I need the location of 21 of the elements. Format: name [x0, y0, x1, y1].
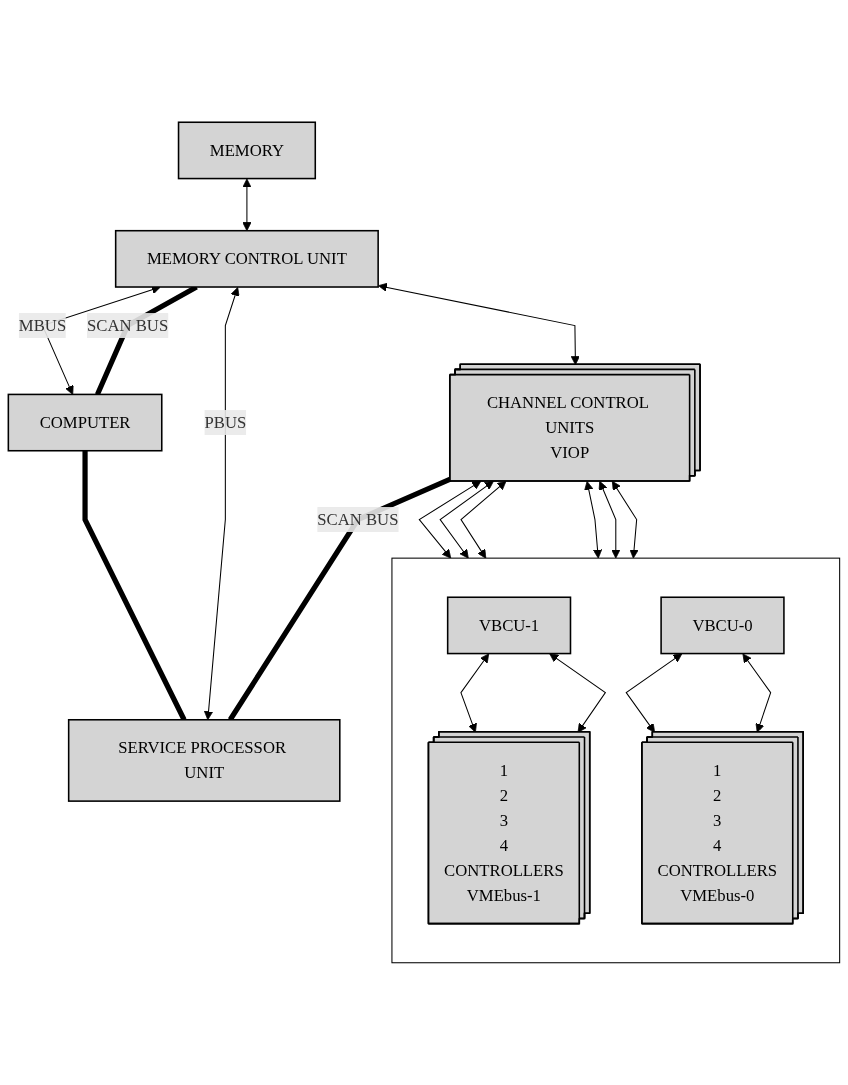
node-box: SERVICE PROCESSOR UNIT — [67, 719, 341, 802]
node-box: COMPUTER — [7, 393, 163, 452]
arrow — [418, 480, 482, 559]
edge-label: SCAN BUS — [317, 510, 399, 528]
arrow — [439, 480, 494, 559]
node-box: MEMORY CONTROL UNIT — [114, 229, 379, 288]
cluster — [391, 557, 841, 964]
node-box: MEMORY — [177, 121, 317, 180]
edge-label: PBUS — [204, 413, 247, 431]
arrow — [203, 287, 240, 721]
node-box: VBCU-0 — [660, 596, 785, 655]
connector — [82, 450, 187, 721]
edge-label: SCAN BUS — [87, 316, 169, 334]
arrow — [625, 653, 683, 733]
edge-label: MBUS — [18, 316, 67, 334]
node-box: VBCU-1 — [446, 596, 572, 655]
arrow — [598, 480, 621, 559]
arrow — [584, 480, 603, 559]
arrow — [460, 480, 507, 559]
arrow — [611, 480, 639, 559]
arrow — [242, 178, 252, 232]
